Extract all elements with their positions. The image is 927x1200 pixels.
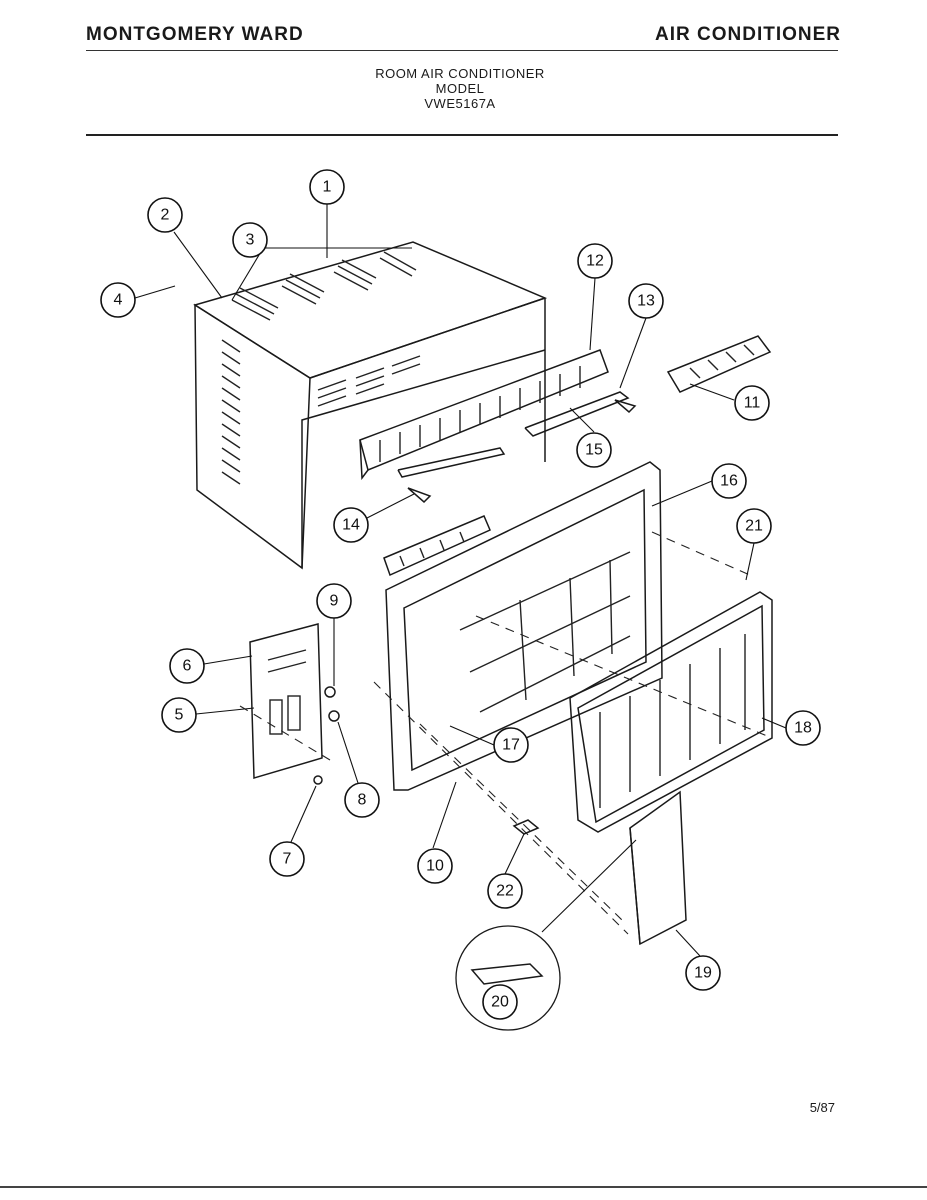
svg-text:13: 13 [637,293,655,310]
callout-1: 1 [309,169,345,205]
callout-18: 18 [785,710,821,746]
svg-text:22: 22 [496,883,514,900]
svg-text:21: 21 [745,518,763,535]
bracket [512,819,540,835]
callout-14: 14 [333,507,369,543]
leader-lines [134,204,787,957]
subtitle-line-1: ROOM AIR CONDITIONER [375,66,545,81]
top-vent-bar [383,515,491,577]
louver-link-rods [397,391,637,504]
callout-3: 3 [232,222,268,258]
detail-inset [455,925,561,1031]
subtitle-line-2: MODEL [435,81,485,96]
front-grille [569,591,773,833]
cabinet [193,241,548,570]
svg-text:10: 10 [426,858,444,875]
side-panel [629,790,687,946]
callout-10: 10 [417,848,453,884]
brand-title: MONTGOMERY WARD [86,24,304,45]
svg-text:9: 9 [330,593,339,610]
revision-date: 5/87 [809,1100,835,1115]
svg-text:3: 3 [246,232,255,249]
svg-text:19: 19 [694,965,712,982]
svg-text:14: 14 [342,517,360,534]
alignment-lines [239,531,773,935]
callout-15: 15 [576,432,612,468]
svg-text:4: 4 [114,292,123,309]
svg-text:5: 5 [175,707,184,724]
header-rule [86,50,838,51]
svg-text:8: 8 [358,792,367,809]
callout-16: 16 [711,463,747,499]
callout-22: 22 [487,873,523,909]
louver-assembly [359,349,609,481]
subtitle-rule [86,134,838,136]
svg-text:11: 11 [744,395,761,412]
callout-12: 12 [577,243,613,279]
svg-text:1: 1 [323,179,332,196]
callout-5: 5 [161,697,197,733]
callout-13: 13 [628,283,664,319]
svg-text:20: 20 [491,994,509,1011]
svg-text:7: 7 [283,851,292,868]
diagram-subtitle: ROOM AIR CONDITIONER MODEL VWE5167A [300,66,620,111]
svg-text:17: 17 [502,737,520,754]
subtitle-line-3: VWE5167A [424,96,496,111]
callout-17: 17 [493,727,529,763]
footer-rule [0,1186,927,1188]
callout-11: 11 [734,385,770,421]
callout-4: 4 [100,282,136,318]
callout-8: 8 [344,782,380,818]
callout-21: 21 [736,508,772,544]
callout-6: 6 [169,648,205,684]
callout-9: 9 [316,583,352,619]
svg-text:2: 2 [161,207,170,224]
callout-20: 20 [482,984,518,1020]
callout-2: 2 [147,197,183,233]
control-panel [249,623,340,785]
svg-text:18: 18 [794,720,812,737]
filter-block [666,335,772,393]
svg-text:12: 12 [586,253,604,270]
svg-text:15: 15 [585,442,603,459]
svg-text:6: 6 [183,658,192,675]
svg-text:16: 16 [720,473,738,490]
front-panel-frame [385,461,663,791]
callout-19: 19 [685,955,721,991]
callout-7: 7 [269,841,305,877]
category-title: AIR CONDITIONER [655,24,841,45]
